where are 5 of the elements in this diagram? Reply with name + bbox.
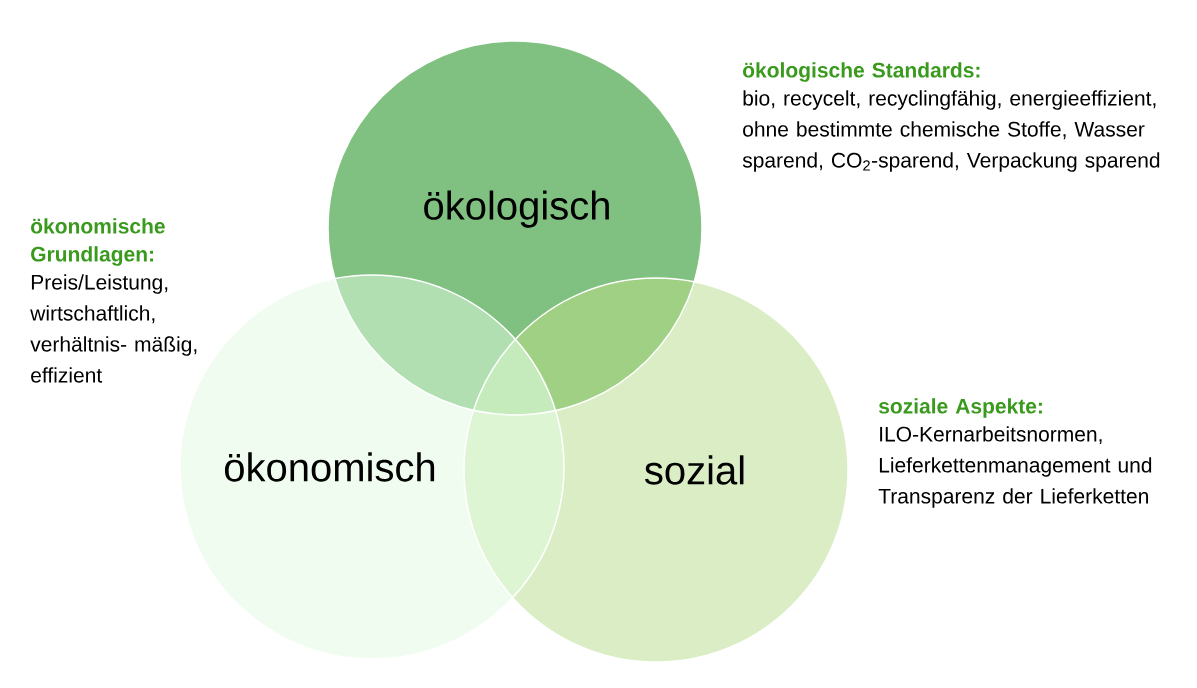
description-text: ILO-Kernarbeitsnormen, Lieferkettenmanagement und Transparenz der Lieferketten [878, 426, 1152, 508]
heading: soziale Aspekte: [878, 398, 1042, 418]
description-text: bio, recycelt, recyclingfähig, energieeffizient, ohne bestimmte chemische Stoffe, Wasser sparend, CO$_{2}$-sparend, Verpackung sparend [742, 90, 1160, 172]
heading: ökologische Standards: [743, 62, 980, 82]
heading: ökonomische Grundlagen: [31, 218, 165, 266]
